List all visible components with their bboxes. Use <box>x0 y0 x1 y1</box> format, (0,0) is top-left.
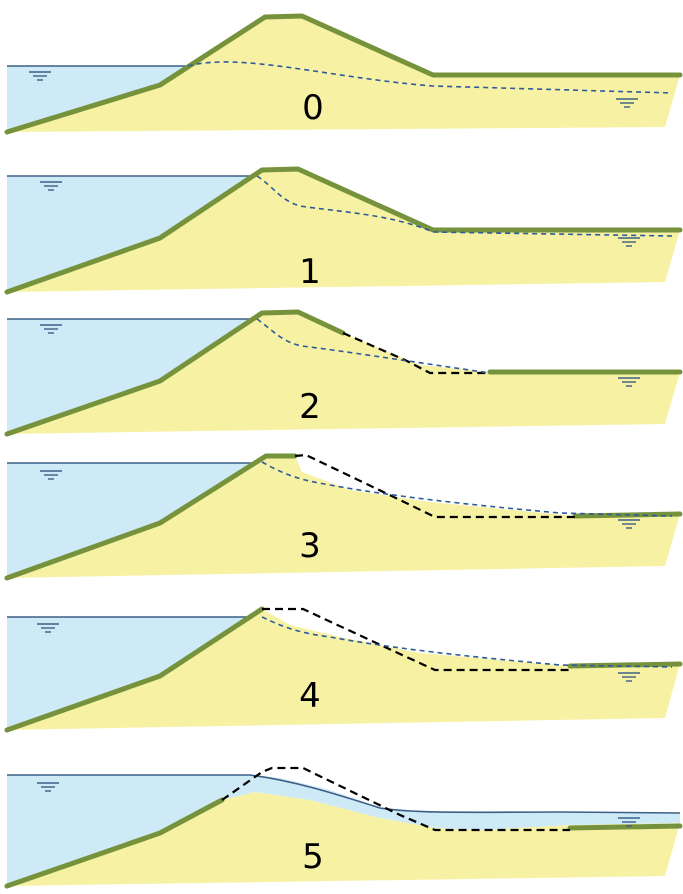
stage-0: 0 <box>7 16 680 132</box>
stage-label: 5 <box>302 837 324 877</box>
stage-label: 3 <box>299 526 321 566</box>
stage-label: 0 <box>302 88 324 128</box>
stage-label: 2 <box>299 387 321 427</box>
downstream-toe-surface <box>570 664 680 666</box>
stage-label: 1 <box>299 252 321 292</box>
stage-2: 2 <box>7 312 680 434</box>
stage-5: 5 <box>7 768 680 886</box>
downstream-toe-surface <box>570 826 680 828</box>
stage-1: 1 <box>7 169 680 292</box>
stage-4: 4 <box>7 609 680 730</box>
stage-label: 4 <box>299 676 321 716</box>
stage-3: 3 <box>7 455 680 578</box>
